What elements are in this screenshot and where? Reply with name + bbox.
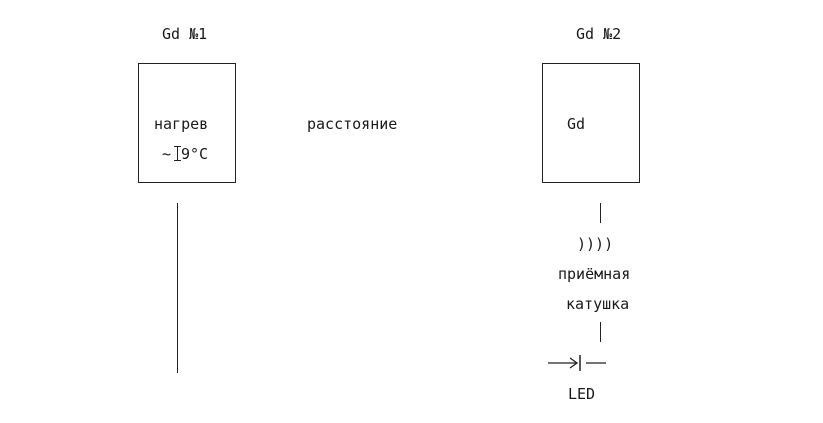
gd1-heating-label: нагрев bbox=[154, 115, 209, 133]
gd2-lead-line-top bbox=[600, 203, 602, 223]
text-cursor-icon bbox=[174, 146, 181, 161]
led-arrow-head bbox=[569, 357, 579, 369]
distance-label: расстояние bbox=[307, 115, 398, 133]
gd2-inner-label: Gd bbox=[567, 115, 586, 133]
gd1-title: Gd №1 bbox=[162, 25, 208, 43]
gd2-coil-label-line1: приёмная bbox=[558, 265, 631, 283]
gd2-lead-line-bottom bbox=[600, 322, 602, 342]
led-label: LED bbox=[568, 385, 596, 403]
gd1-lead-line bbox=[177, 203, 179, 373]
gd1-temp-prefix: ~ bbox=[162, 145, 172, 163]
gd2-box bbox=[542, 63, 640, 183]
gd2-coil-label-line2: катушка bbox=[566, 295, 630, 313]
gd2-wave-symbol: )))) bbox=[577, 235, 614, 253]
gd1-box bbox=[138, 63, 236, 183]
gd2-title: Gd №2 bbox=[576, 25, 622, 43]
led-symbol bbox=[548, 355, 606, 371]
gd1-temp-suffix: 9°C bbox=[181, 145, 209, 163]
